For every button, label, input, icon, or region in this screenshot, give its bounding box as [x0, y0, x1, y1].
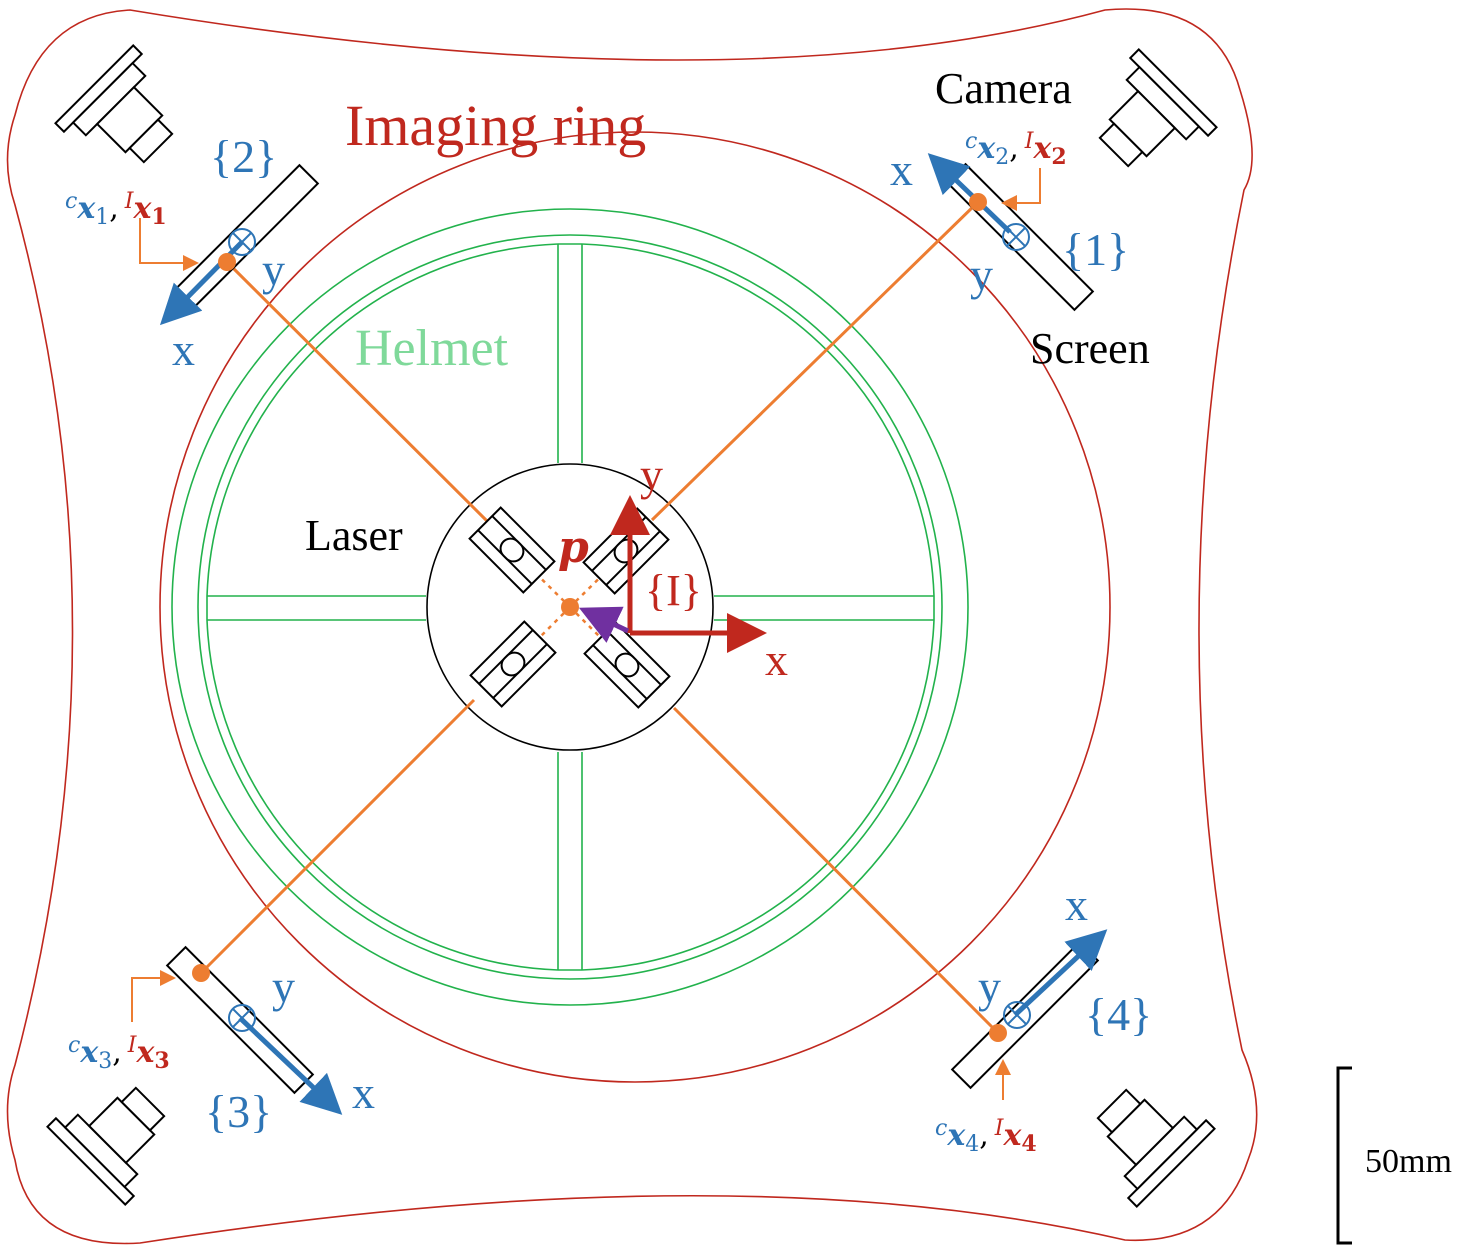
imaging-ring-plate — [6, 8, 1258, 1245]
imaging-ring-label: Imaging ring — [345, 93, 646, 158]
point-p-label: p — [558, 522, 589, 573]
helmet-inner-circle — [197, 234, 943, 980]
svg-text:cx2,Ix2: cx2,Ix2 — [965, 129, 1067, 170]
helmet-label: Helmet — [355, 320, 509, 377]
frame-4-x-label: x — [1065, 879, 1088, 930]
frame-I-axes — [610, 495, 767, 653]
frame-3-x-label: x — [352, 1067, 375, 1118]
frame-4-label: {4} — [1085, 989, 1152, 1040]
screen-label: Screen — [1030, 324, 1150, 373]
frame-1-label: {1} — [1062, 224, 1129, 275]
frame-2-x-label: x — [172, 324, 195, 375]
helmet-outer-circle — [171, 208, 969, 1006]
frame-2-y-label: y — [262, 244, 285, 295]
laser-rays — [199, 200, 1000, 1035]
camera-bottom-left — [46, 1062, 190, 1206]
svg-text:cx1,Ix1: cx1,Ix1 — [65, 189, 167, 230]
screen-points — [192, 193, 1007, 1042]
svg-text:cx4,Ix4: cx4,Ix4 — [935, 1116, 1037, 1157]
frame-I-y-label: y — [640, 449, 663, 500]
screen-4 — [951, 941, 1099, 1089]
frame-I-x-label: x — [765, 634, 788, 685]
camera-top-left — [54, 44, 198, 188]
frame-1-x-label: x — [890, 144, 913, 195]
vector-p — [578, 606, 630, 643]
frame-4-y-label: y — [978, 961, 1001, 1012]
into-page-symbols — [228, 223, 1031, 1032]
laser-label: Laser — [305, 511, 403, 560]
point-label-3: cx3,Ix3 — [68, 1033, 170, 1074]
camera-label: Camera — [935, 64, 1072, 113]
helmet-ribs — [206, 243, 935, 971]
frame-3-label: {3} — [205, 1086, 272, 1137]
frame-I-label: {I} — [645, 566, 702, 615]
frame-2-label: {2} — [210, 131, 277, 182]
frame-3-y-label: y — [272, 961, 295, 1012]
leader-arrows — [131, 168, 1041, 1100]
point-label-4: cx4,Ix4 — [935, 1116, 1037, 1157]
point-label-2: cx2,Ix2 — [965, 129, 1067, 170]
camera-top-right — [1074, 48, 1218, 192]
imaging-ring-inner-circle — [159, 131, 1111, 1083]
frame-1-y-label: y — [970, 249, 993, 300]
svg-text:cx3,Ix3: cx3,Ix3 — [68, 1033, 170, 1074]
scale-bar — [1336, 1066, 1352, 1245]
scale-label: 50mm — [1365, 1143, 1452, 1180]
camera-bottom-right — [1072, 1064, 1216, 1208]
point-label-1: cx1,Ix1 — [65, 189, 167, 230]
